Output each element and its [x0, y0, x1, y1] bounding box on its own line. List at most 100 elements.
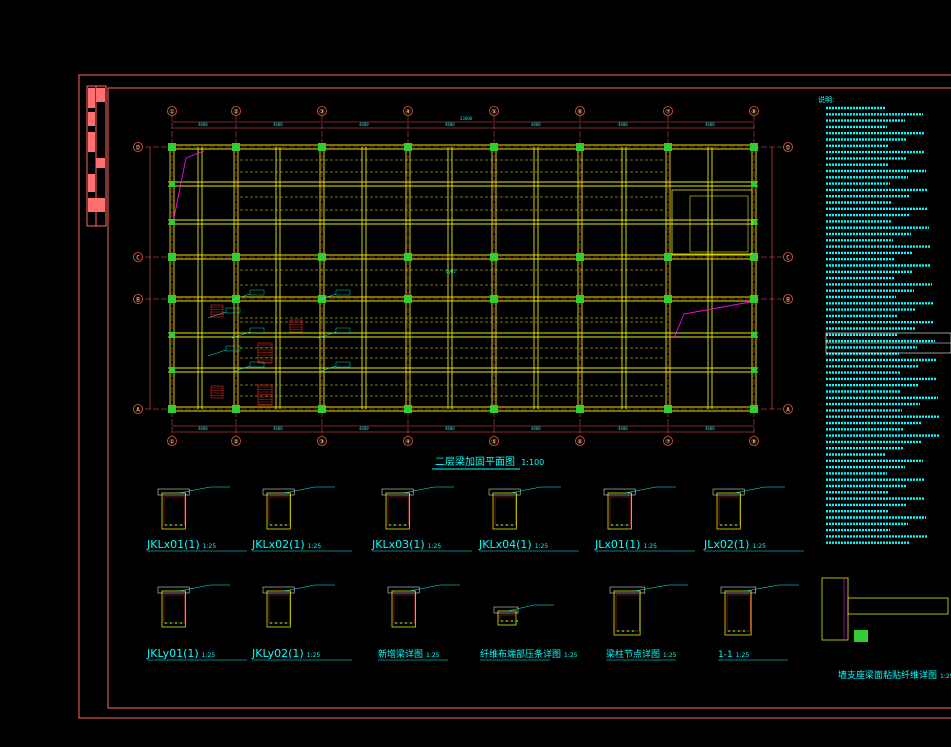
- bay-dimension: 4800: [198, 122, 208, 127]
- rebar: [270, 524, 272, 526]
- bay-dimension: 4800: [273, 426, 283, 431]
- rebar: [175, 524, 177, 526]
- column: [404, 253, 412, 261]
- axis-bubble: [489, 106, 499, 116]
- axis-bubble: [231, 106, 241, 116]
- rebar: [275, 622, 277, 624]
- bay-dimension: 4800: [445, 122, 455, 127]
- detail-name: 新增梁详图: [378, 648, 423, 660]
- detail-leader: [734, 486, 766, 494]
- reinforcement-layer: [726, 594, 751, 632]
- column: [576, 253, 584, 261]
- callout-tag: [225, 345, 241, 352]
- callout-tag: [335, 289, 351, 296]
- axis-label: ⑦: [665, 439, 670, 446]
- rebar: [730, 524, 732, 526]
- callout-leader: [317, 331, 337, 339]
- detail-name: 墙支座梁面粘贴纤维详图: [838, 669, 937, 681]
- reinforcement-hatch: [289, 319, 303, 333]
- column: [232, 295, 240, 303]
- rebar: [389, 524, 391, 526]
- rebar: [617, 630, 619, 632]
- detail-leader: [625, 486, 657, 494]
- axis-bubble: [133, 252, 143, 262]
- axis-bubble: [575, 436, 585, 446]
- column: [490, 253, 498, 261]
- beam-section: [266, 492, 291, 530]
- detail-leader: [634, 584, 669, 592]
- slab-section: [493, 606, 519, 614]
- callout-leader: [231, 293, 251, 301]
- beam-section: [716, 492, 741, 530]
- axis-label: ①: [169, 109, 174, 116]
- rebar: [632, 630, 634, 632]
- detail-name: JKLx04(1): [478, 538, 532, 551]
- column: [664, 295, 672, 303]
- detail-leader: [510, 486, 542, 494]
- beam-section: [161, 492, 186, 530]
- axis-label: D: [136, 145, 140, 152]
- column: [404, 143, 412, 151]
- beam-section: [266, 590, 291, 628]
- rebar: [395, 622, 397, 624]
- reinforcement-layer: [393, 594, 415, 624]
- detail-scale: 1:25: [307, 652, 321, 659]
- slab-section: [488, 488, 521, 496]
- beam-section: [161, 590, 186, 628]
- rebar: [627, 630, 629, 632]
- column: [751, 367, 757, 373]
- notes-block: 说明:: [818, 95, 951, 544]
- detail-9: [387, 584, 460, 628]
- detail-label: JKLx03(1)1:25: [371, 538, 441, 551]
- rebar: [270, 622, 272, 624]
- column: [232, 405, 240, 413]
- detail-leader: [403, 486, 435, 494]
- total-dimension: 33600: [460, 116, 473, 121]
- bay-dimension: 4800: [531, 122, 541, 127]
- detail-leader: [179, 486, 211, 494]
- column: [168, 143, 176, 151]
- rebar: [170, 622, 172, 624]
- rebar: [511, 524, 513, 526]
- opening: [671, 189, 753, 255]
- column: [490, 295, 498, 303]
- detail-scale: 1:25: [202, 652, 216, 659]
- detail-11: [609, 584, 688, 636]
- column: [664, 253, 672, 261]
- rebar: [280, 524, 282, 526]
- axis-bubble: [489, 436, 499, 446]
- reinforcement-hatch: [210, 385, 224, 399]
- callout-leader: [231, 331, 251, 339]
- rebar: [611, 524, 613, 526]
- reinforcement-layer: [163, 496, 185, 526]
- column: [576, 143, 584, 151]
- floor-plan[interactable]: 3360048004800480048004800480048004800480…: [133, 106, 793, 446]
- detail-name: JKLx03(1): [371, 538, 425, 551]
- beam-section: [724, 590, 752, 636]
- room-label: Ly05: [446, 269, 456, 274]
- column: [751, 332, 757, 338]
- reinforcement-layer: [718, 496, 740, 526]
- axis-bubble: [133, 294, 143, 304]
- rebar: [400, 622, 402, 624]
- axis-label: ⑧: [751, 439, 756, 446]
- detail-scale: 1:25: [752, 543, 766, 550]
- axis-label: ⑥: [577, 109, 582, 116]
- axis-bubble: [663, 436, 673, 446]
- detail-label: JLx02(1)1:25: [703, 538, 766, 551]
- rebar: [180, 622, 182, 624]
- detail-scale: 1:25: [426, 652, 440, 659]
- axis-label: ④: [405, 109, 410, 116]
- reinforcement-layer: [387, 496, 409, 526]
- rebar: [511, 620, 513, 622]
- rebar: [175, 622, 177, 624]
- column: [750, 295, 758, 303]
- callout-tag: [225, 307, 241, 314]
- detail-scale: 1:25: [535, 543, 549, 550]
- rebar: [720, 524, 722, 526]
